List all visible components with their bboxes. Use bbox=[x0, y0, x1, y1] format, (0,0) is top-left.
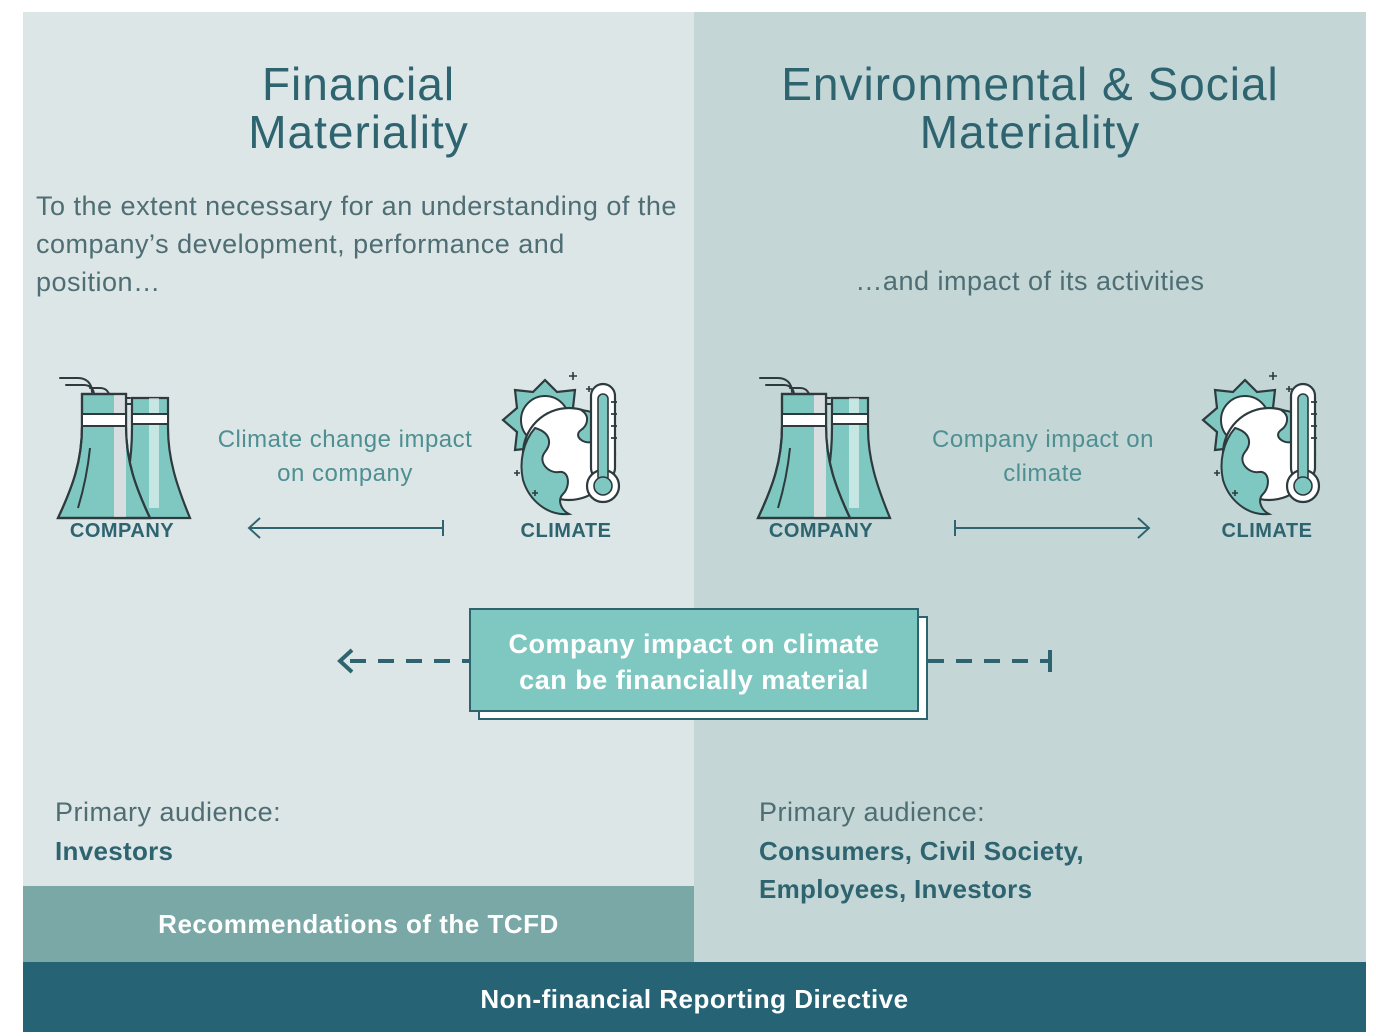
left-audience-label: Primary audience: bbox=[55, 797, 282, 827]
title-line: Environmental & Social bbox=[781, 58, 1279, 110]
climate-impact-on-company-text: Climate change impact on company bbox=[217, 426, 473, 487]
financial-materiality-title: Financial Materiality bbox=[23, 60, 694, 156]
audience-line: Employees, Investors bbox=[759, 874, 1033, 904]
title-line: Materiality bbox=[919, 106, 1141, 158]
climate-label: CLIMATE bbox=[1221, 520, 1313, 542]
company-label: COMPANY bbox=[768, 520, 874, 542]
callout-line: Company impact on climate bbox=[508, 629, 880, 659]
dashed-connector bbox=[337, 648, 1052, 674]
factory-icon bbox=[58, 378, 190, 518]
financial-description: To the extent necessary for an understan… bbox=[36, 191, 677, 297]
company-label: COMPANY bbox=[69, 520, 175, 542]
callout-box: Company impact on climate can be financi… bbox=[469, 608, 919, 712]
arrow-right-icon bbox=[954, 517, 1151, 539]
non-financial-reporting-directive-bar: Non-financial Reporting Directive bbox=[23, 962, 1366, 1032]
title-line: Financial bbox=[261, 58, 456, 110]
company-impact-on-climate-text: Company impact on climate bbox=[932, 426, 1154, 487]
audience-line: Consumers, Civil Society, bbox=[759, 836, 1084, 866]
right-audience-value: Consumers, Civil Society, Employees, Inv… bbox=[759, 832, 1084, 908]
climate-label: CLIMATE bbox=[520, 520, 612, 542]
environmental-description: …and impact of its activities bbox=[855, 266, 1205, 296]
factory-icon bbox=[758, 378, 890, 518]
climate-globe-icon bbox=[1201, 370, 1321, 516]
right-audience-label: Primary audience: bbox=[759, 797, 986, 827]
left-audience-value: Investors bbox=[55, 836, 174, 866]
climate-globe-icon bbox=[501, 370, 621, 516]
callout-line: can be financially material bbox=[519, 665, 869, 695]
environmental-social-title: Environmental & Social Materiality bbox=[694, 60, 1366, 156]
title-line: Materiality bbox=[248, 106, 469, 158]
tcfd-recommendations-bar: Recommendations of the TCFD bbox=[23, 886, 694, 962]
arrow-left-icon bbox=[247, 517, 444, 539]
